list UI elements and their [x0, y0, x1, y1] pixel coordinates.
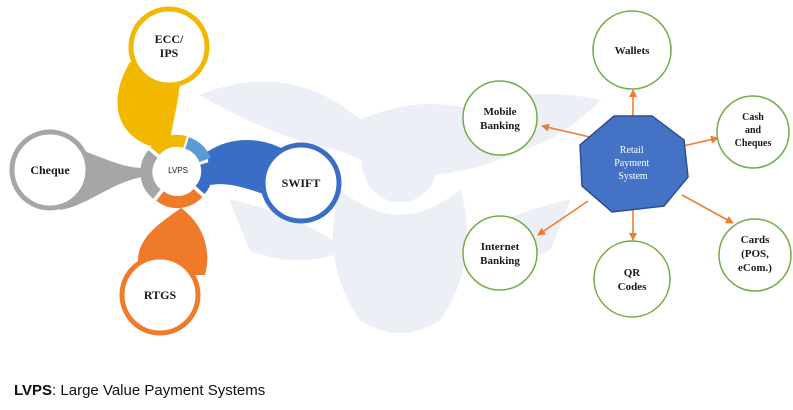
qr-label-1: QR [624, 267, 642, 279]
footnote-abbr: LVPS [14, 382, 53, 399]
internet-banking-node [462, 215, 538, 291]
footnote-definition: : Large Value Payment Systems [52, 382, 266, 399]
lvps-center-label: LVPS [168, 166, 188, 175]
qr-codes-node [593, 240, 671, 318]
swift-label: SWIFT [282, 176, 321, 190]
lvps-center-ring [140, 134, 214, 208]
swift-node [260, 142, 342, 224]
lvps-diagram: ECC/IPS SWIFT RTGS Cheque LVPS [9, 6, 342, 336]
svg-text:Cards(POS,eCom.): Cards (POS, eCom.) [738, 234, 772, 274]
cash-label-2: and [745, 125, 762, 136]
svg-text:ECC/IPS: ECC/IPS [155, 32, 184, 60]
cards-label-1: Cards [741, 234, 770, 246]
rtgs-node [119, 254, 201, 336]
ecc-ips-label-1: ECC/ [155, 32, 184, 46]
qr-label-2: Codes [618, 281, 647, 293]
cash-label-3: Cheques [735, 138, 772, 149]
cheque-node [9, 129, 91, 211]
garuda-watermark [198, 81, 602, 333]
connector-arrows [537, 89, 734, 241]
retail-payment-hub [579, 115, 689, 213]
cheque-label: Cheque [30, 163, 70, 177]
cards-label-2: (POS, [741, 248, 769, 260]
cash-label-1: Cash [742, 112, 764, 123]
cards-label-3: eCom.) [738, 262, 772, 274]
wallets-node [592, 10, 672, 90]
wallets-label: Wallets [615, 45, 651, 57]
internet-label-1: Internet [481, 241, 520, 253]
hub-label-2: Payment [614, 158, 649, 169]
internet-label-2: Banking [480, 255, 520, 267]
svg-text:Retail Payment Sys: Retail Payment System [614, 145, 652, 182]
ecc-ips-node [128, 6, 210, 88]
cash-cheques-node [716, 95, 790, 169]
cards-node [718, 218, 792, 292]
hub-label-1: Retail [620, 145, 644, 156]
hub-label-3: System [618, 171, 648, 182]
footnote: LVPS: Large Value Payment Systems [14, 382, 265, 399]
ecc-ips-label-2: IPS [160, 46, 179, 60]
mobile-label-1: Mobile [484, 106, 517, 118]
rtgs-label: RTGS [144, 288, 177, 302]
mobile-label-2: Banking [480, 120, 520, 132]
mobile-banking-node [462, 80, 538, 156]
